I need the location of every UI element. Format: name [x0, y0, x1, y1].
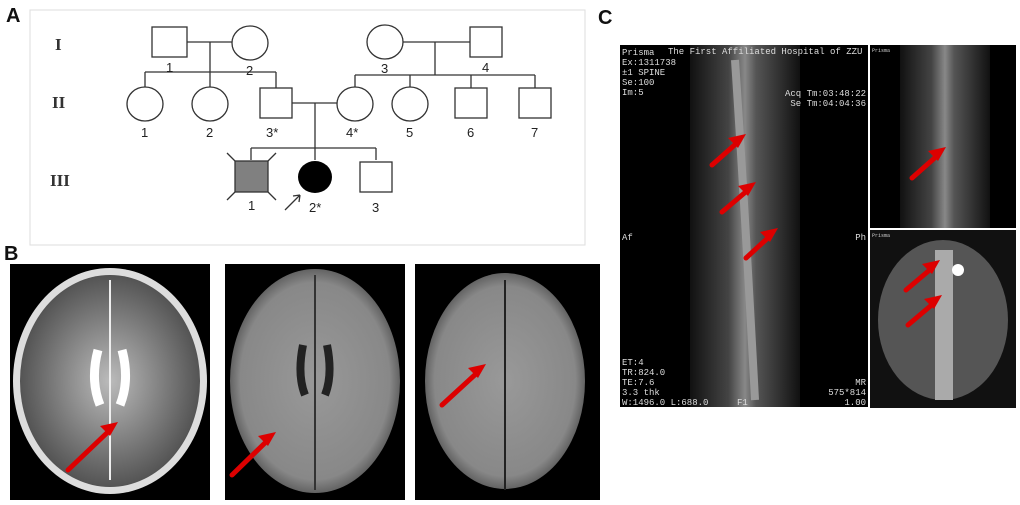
- mri-text: Prisma: [872, 233, 890, 239]
- mri-text: Acq Tm:03:48:22: [785, 89, 866, 99]
- mri-text: W:1496.0 L:688.0: [622, 398, 708, 408]
- male-II-7: [518, 87, 552, 119]
- deceased-affected-male-III-1: [234, 160, 269, 193]
- female-II-5: [391, 86, 429, 122]
- male-II-6: [454, 87, 488, 119]
- mri-text: Se:100: [622, 78, 654, 88]
- mri-thoracic-coronal: Prisma: [870, 230, 1016, 408]
- panel-label-a: A: [6, 5, 20, 27]
- female-I-2: [231, 25, 269, 61]
- id-label: 4: [482, 60, 489, 75]
- id-label: 6: [467, 125, 474, 140]
- pedigree-chart: I II III 1 2 3 4 1 2 3* 4* 5 6 7 1 2* 3: [29, 9, 586, 246]
- mri-spine-sagittal: Prisma Ex:1311738 ±1 SPINE Se:100 Im:5 T…: [620, 45, 868, 408]
- mri-text: MR: [855, 378, 866, 388]
- id-label: 1: [166, 60, 173, 75]
- id-label: 2*: [309, 200, 321, 215]
- mri-text: Im:5: [622, 88, 644, 98]
- mri-text: Ph: [855, 233, 866, 243]
- male-II-3: [259, 87, 293, 119]
- panel-label-c: C: [598, 7, 612, 29]
- mri-text: ET:4: [622, 358, 644, 368]
- mri-text: Ex:1311738: [622, 58, 676, 68]
- id-label: 3: [372, 200, 379, 215]
- id-label: 1: [248, 198, 255, 213]
- panel-label-b: B: [4, 243, 18, 265]
- mri-text: Prisma: [622, 48, 655, 58]
- proband-female-III-2: [298, 161, 332, 193]
- proband-arrow-icon: [284, 194, 301, 211]
- generation-label: III: [50, 171, 70, 190]
- mri-cervical-sagittal: Prisma: [870, 45, 1016, 228]
- male-I-4: [469, 26, 503, 58]
- mri-brain-flair-2: [415, 264, 600, 500]
- mri-text: 1.00: [844, 398, 866, 408]
- mri-text: The First Affiliated Hospital of ZZU: [668, 47, 862, 57]
- female-II-2: [191, 86, 229, 122]
- id-label: 2: [246, 63, 253, 78]
- generation-label: I: [55, 35, 62, 54]
- female-II-1: [126, 86, 164, 122]
- mri-brain-t2: [10, 264, 210, 500]
- female-I-3: [366, 24, 404, 60]
- pedigree-frame: [29, 9, 586, 246]
- mri-text: TE:7.6: [622, 378, 654, 388]
- mri-text: 3.3 thk: [622, 388, 660, 398]
- mri-text: ±1 SPINE: [622, 68, 665, 78]
- mri-text: Se Tm:04:04:36: [790, 99, 866, 109]
- id-label: 5: [406, 125, 413, 140]
- mri-text: Af: [622, 233, 633, 243]
- mri-text: TR:824.0: [622, 368, 665, 378]
- mri-brain-flair-1: [225, 264, 405, 500]
- male-I-1: [151, 26, 188, 58]
- id-label: 7: [531, 125, 538, 140]
- id-label: 3: [381, 61, 388, 76]
- mri-text: 575*814: [828, 388, 866, 398]
- id-label: 3*: [266, 125, 278, 140]
- id-label: 2: [206, 125, 213, 140]
- male-III-3: [359, 161, 393, 193]
- id-label: 4*: [346, 125, 358, 140]
- female-II-4: [336, 86, 374, 122]
- mri-text: F1: [737, 398, 748, 408]
- mri-text: Prisma: [872, 48, 890, 54]
- id-label: 1: [141, 125, 148, 140]
- generation-label: II: [52, 93, 66, 112]
